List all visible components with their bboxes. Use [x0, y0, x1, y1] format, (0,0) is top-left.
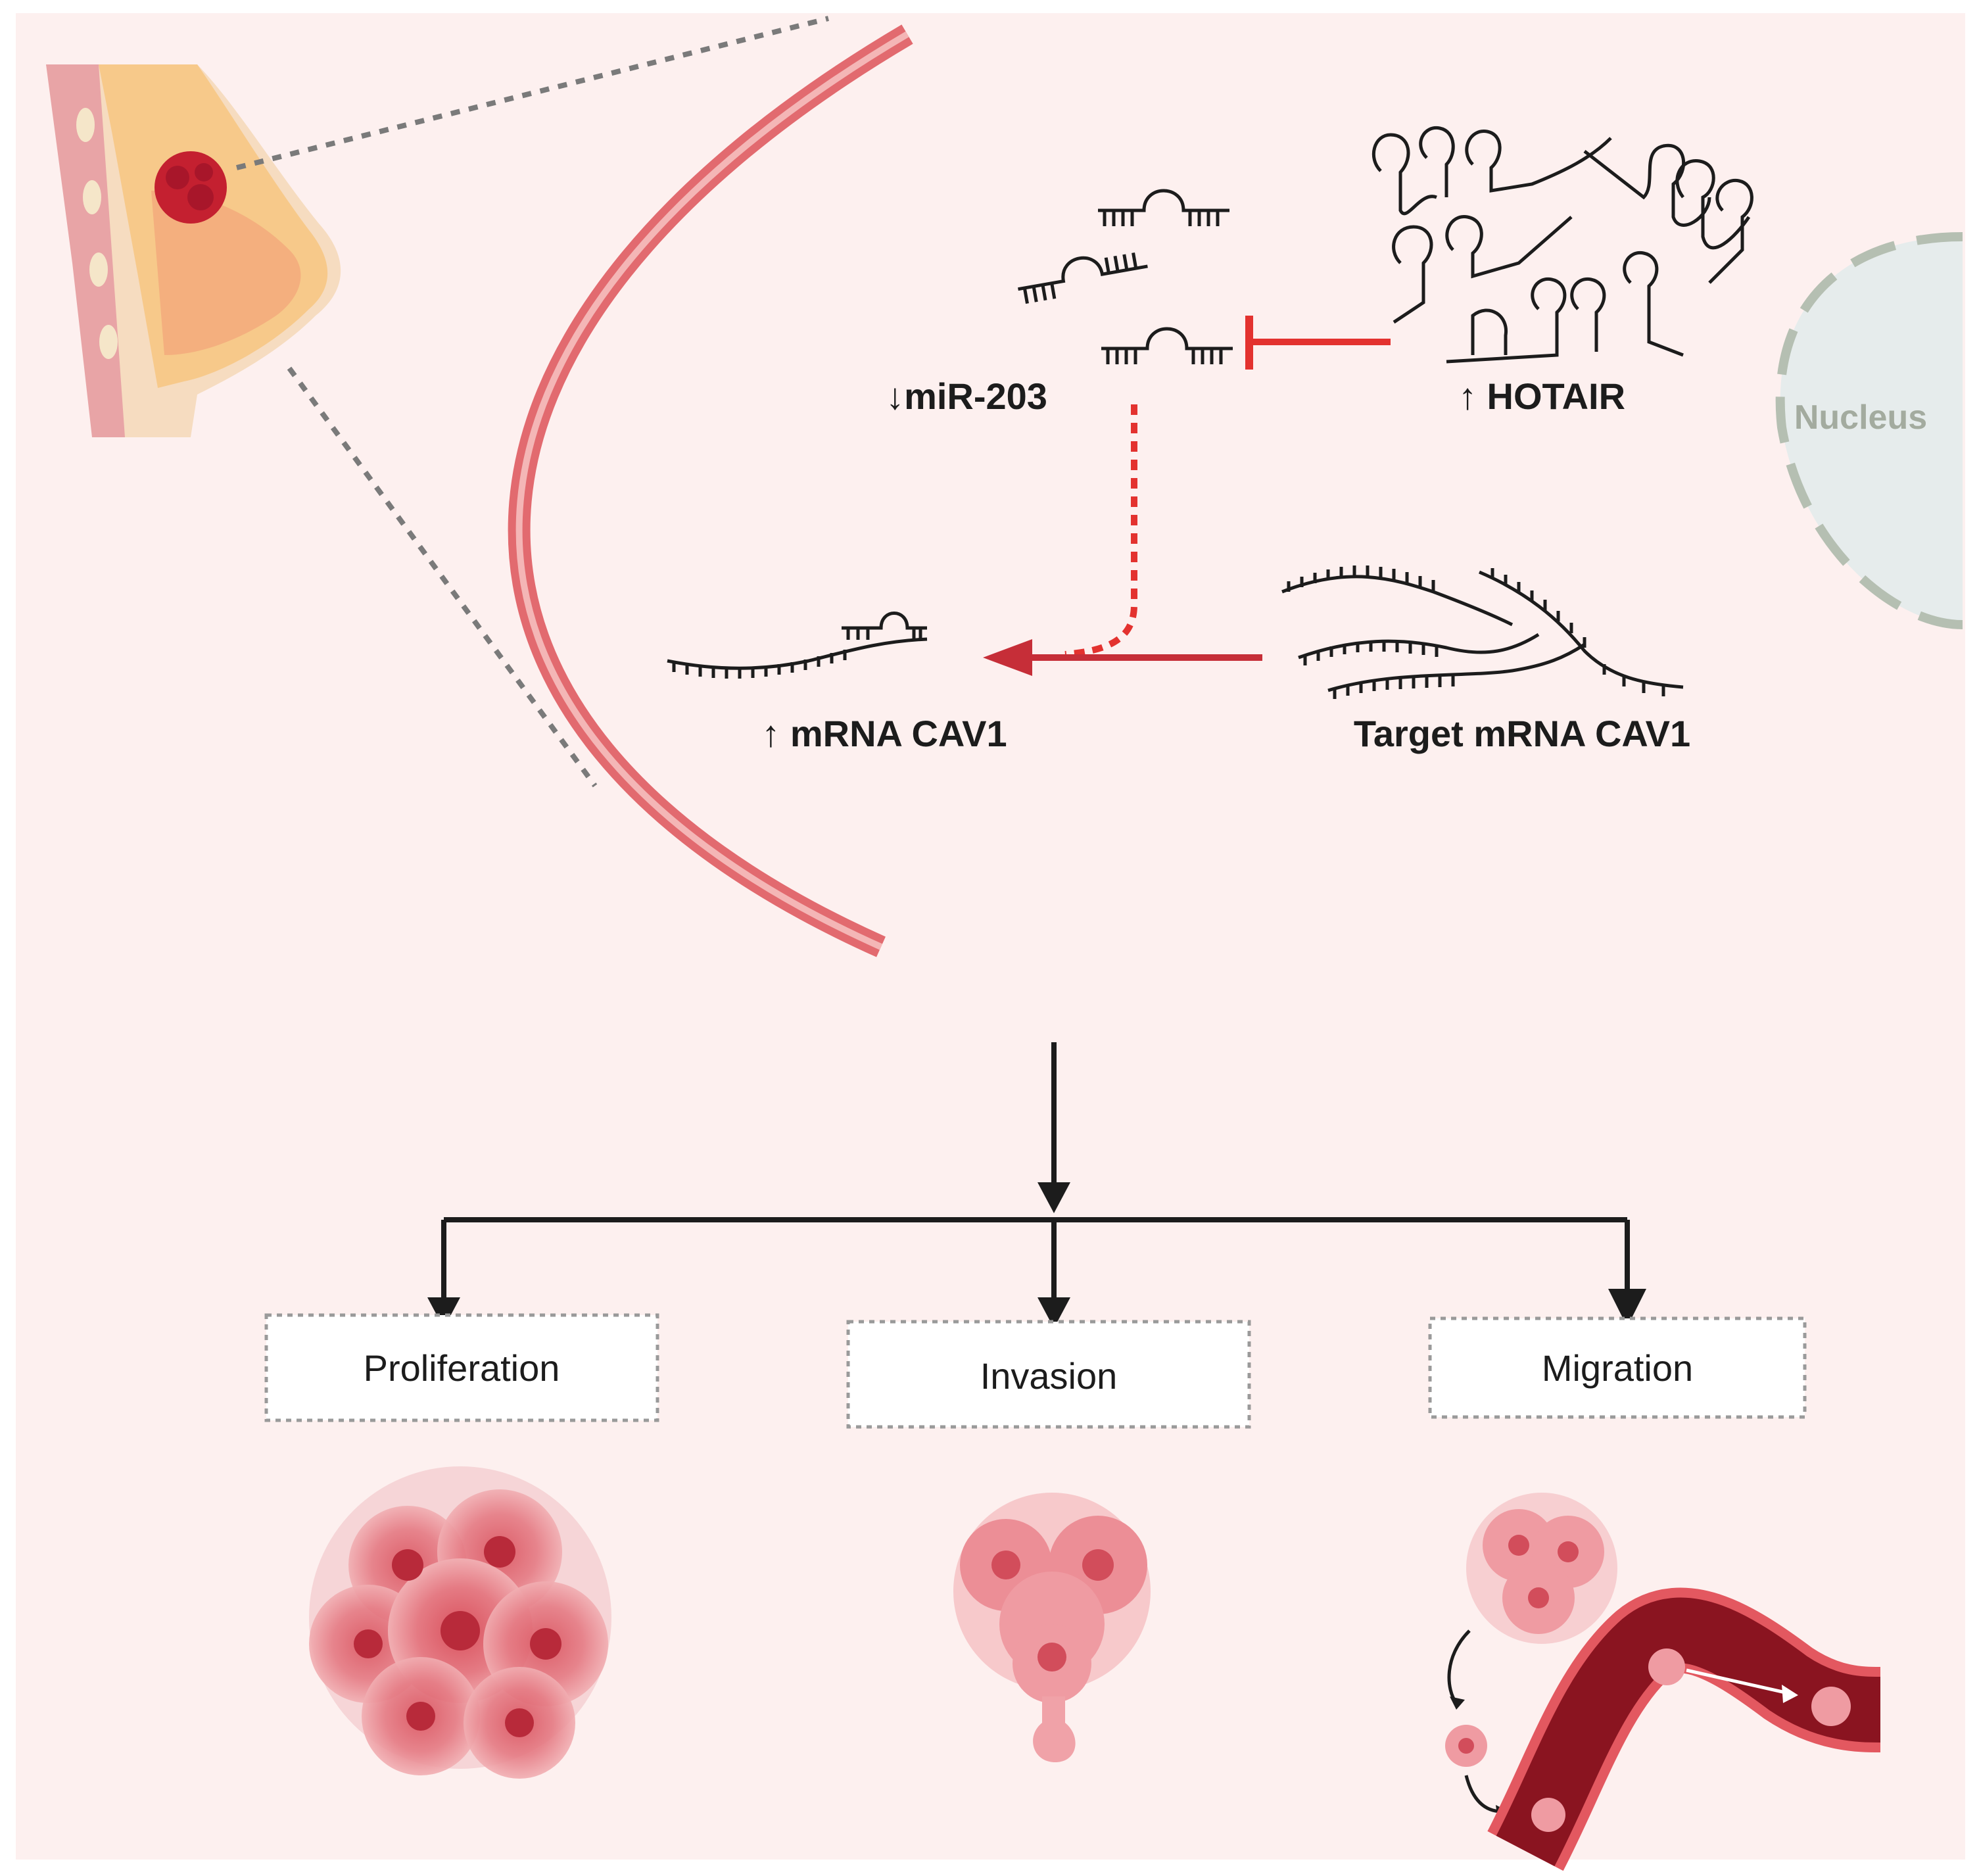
- outcome-label: Migration: [1542, 1347, 1693, 1389]
- outcome-box-migration: Migration: [1428, 1316, 1807, 1419]
- outcome-box-proliferation: Proliferation: [264, 1313, 659, 1422]
- activation-arrow: [983, 639, 1262, 676]
- tumor-cluster-icon: [309, 1466, 611, 1779]
- hotair-label: ↑ HOTAIR: [1458, 375, 1625, 417]
- breast-tissue-icon: [46, 64, 341, 437]
- mir203-icon: [1018, 189, 1233, 364]
- nucleus-label: Nucleus: [1794, 398, 1927, 437]
- cell-membrane: [508, 24, 913, 957]
- outcome-flow: [441, 1042, 1630, 1299]
- invasion-cluster-icon: [953, 1493, 1151, 1762]
- outcome-label: Proliferation: [364, 1347, 560, 1389]
- arrowhead-migration: [1608, 1289, 1646, 1327]
- outcome-box-invasion: Invasion: [846, 1320, 1251, 1429]
- hotair-icon: [1371, 126, 1753, 364]
- mrna-cav1-label: ↑ mRNA CAV1: [761, 713, 1007, 754]
- inhibition-arrow: [1245, 316, 1391, 370]
- target-mrna-icon: [1281, 565, 1684, 699]
- mir-binding-dotted-line: [1064, 404, 1137, 658]
- target-mrna-label: Target mRNA CAV1: [1354, 713, 1690, 754]
- outcome-label: Invasion: [980, 1355, 1118, 1397]
- mir203-label: ↓miR-203: [886, 375, 1047, 417]
- blood-vessel-icon: [1487, 1587, 1881, 1871]
- main-arrowhead: [1037, 1182, 1070, 1213]
- zoom-line-bottom: [287, 366, 598, 788]
- arrowhead-proliferation: [427, 1297, 460, 1328]
- nucleus: Nucleus: [1775, 232, 1963, 629]
- mrna-cav1-icon: [667, 612, 928, 679]
- tumor-icon: [155, 151, 227, 224]
- arrowhead-invasion: [1037, 1297, 1070, 1328]
- migration-icon: [1445, 1493, 1617, 1820]
